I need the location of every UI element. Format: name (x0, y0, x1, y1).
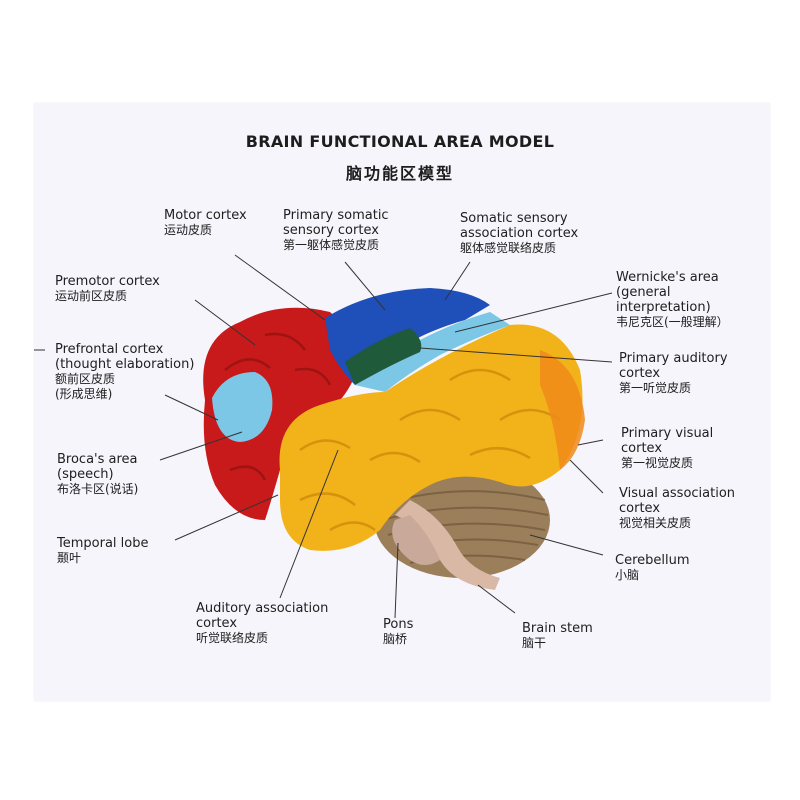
somatic-sensory-shape (355, 312, 510, 392)
leader-broca (159, 431, 243, 461)
leader-auditory-assoc (279, 449, 339, 599)
label-brain-stem: Brain stem 脑干 (522, 621, 593, 650)
leader-motor-cortex (234, 254, 326, 321)
label-pons: Pons 脑桥 (383, 617, 414, 646)
pons-shape (392, 515, 440, 565)
visual-cortex-shape (540, 350, 585, 470)
label-wernicke: Wernicke's area (general interpretation)… (616, 270, 729, 329)
leader-primary-auditory (419, 347, 613, 363)
leader-visual-assoc (569, 459, 604, 494)
leader-brain-stem (477, 584, 516, 614)
label-somatic-assoc: Somatic sensory association cortex 躯体感觉联… (460, 211, 579, 255)
label-temporal: Temporal lobe 颞叶 (57, 536, 149, 565)
leader-primary-visual (577, 439, 604, 446)
leader-temporal (174, 494, 279, 541)
page-title: BRAIN FUNCTIONAL AREA MODEL (245, 132, 555, 151)
leader-pons (394, 542, 399, 619)
leader-premotor (194, 299, 256, 346)
label-primary-visual: Primary visual cortex 第一视觉皮质 (621, 426, 714, 470)
label-prefrontal: Prefrontal cortex (thought elaboration) … (55, 342, 195, 401)
leader-primary-somatic (344, 261, 386, 311)
label-motor-cortex: Motor cortex 运动皮质 (164, 208, 247, 237)
temporal-lobe-shape (279, 324, 583, 551)
label-primary-somatic: Primary somatic sensory cortex 第一躯体感觉皮质 (283, 208, 389, 252)
prefrontal-patch (212, 372, 273, 442)
leader-somatic-assoc (444, 261, 471, 301)
label-auditory-assoc: Auditory association cortex 听觉联络皮质 (196, 601, 329, 645)
leader-prefrontal (164, 394, 219, 421)
brain-stem-shape (395, 500, 500, 590)
label-broca: Broca's area (speech) 布洛卡区(说话) (57, 452, 139, 496)
leader-lines (34, 254, 613, 619)
primary-auditory-shape (345, 328, 422, 385)
leader-cerebellum (529, 534, 604, 556)
label-visual-assoc: Visual association cortex 视觉相关皮质 (619, 486, 736, 530)
label-premotor: Premotor cortex 运动前区皮质 (55, 274, 160, 303)
page-subtitle: 脑功能区模型 (345, 164, 454, 183)
leader-wernicke (454, 292, 613, 333)
label-primary-auditory: Primary auditory cortex 第一听觉皮质 (619, 351, 728, 395)
label-cerebellum: Cerebellum 小脑 (615, 553, 690, 582)
